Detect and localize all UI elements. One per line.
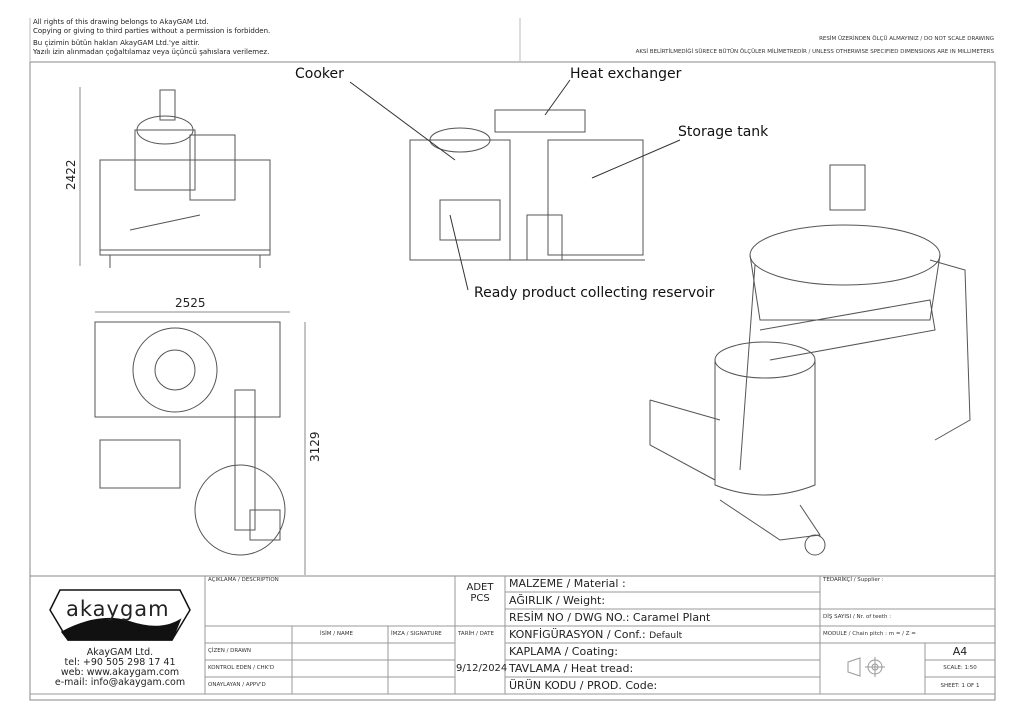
copyright-en-1: All rights of this drawing belongs to Ak… — [33, 18, 209, 26]
do-not-scale-note: RESİM ÜZERİNDEN ÖLÇÜ ALMAYINIZ / DO NOT … — [819, 36, 994, 42]
teeth-label: DİŞ SAYISI / Nr. of teeth : — [823, 614, 892, 620]
dwg-no-field: RESİM NO / DWG NO.: Caramel Plant — [509, 611, 710, 624]
callout-cooker: Cooker — [295, 66, 344, 82]
name-header: İSİM / NAME — [320, 631, 353, 637]
dimension-length: 3129 — [308, 431, 322, 462]
units-note: AKSİ BELİRTİLMEDİĞİ SÜRECE BÜTÜN ÖLÇÜLER… — [635, 49, 994, 55]
copyright-tr-1: Bu çizimin bütün hakları AkayGAM Ltd.'ye… — [33, 39, 200, 47]
isometric-view-drawing — [649, 164, 971, 556]
module-label: MODULE / Chain pitch : m = / Z = — [823, 631, 916, 637]
callout-heat-exchanger: Heat exchanger — [570, 66, 682, 82]
dimension-width: 2525 — [175, 296, 206, 310]
callout-reservoir: Ready product collecting reservoir — [474, 285, 715, 301]
drawn-label: ÇİZEN / DRAWN — [208, 648, 252, 654]
signature-header: İMZA / SIGNATURE — [391, 631, 442, 637]
callout-storage-tank: Storage tank — [678, 124, 769, 140]
qty-tr: ADET — [466, 582, 494, 593]
material-label: MALZEME / Material : — [509, 577, 626, 590]
sheet-border — [29, 61, 996, 701]
company-name: AkayGAM Ltd. — [86, 647, 154, 658]
dimension-height: 2422 — [64, 159, 78, 190]
akaygam-logo — [49, 589, 191, 641]
copyright-en-2: Copying or giving to third parties witho… — [33, 27, 271, 35]
coating-label: KAPLAMA / Coating: — [509, 645, 618, 658]
checked-label: KONTROL EDEN / CHK'D — [208, 665, 275, 671]
supplier-label: TEDARİKÇİ / Supplier : — [823, 577, 884, 583]
scale-value: SCALE: 1:50 — [943, 665, 977, 671]
dwg-no-value: Caramel Plant — [632, 611, 711, 624]
callout-leaders — [349, 79, 681, 291]
dwg-no-label: RESİM NO / DWG NO.: — [509, 611, 630, 624]
date-header: TARİH / DATE — [458, 631, 494, 637]
conf-label: KONFİGÜRASYON / Conf.: — [509, 628, 646, 641]
top-view-drawing — [94, 311, 306, 575]
description-label: AÇIKLAMA / DESCRIPTION — [208, 577, 279, 583]
sheet-number: SHEET: 1 OF 1 — [940, 683, 980, 689]
front-view-drawing — [79, 87, 271, 268]
heat-treat-label: TAVLAMA / Heat tread: — [509, 662, 634, 675]
projection-symbol-icon — [847, 657, 885, 677]
side-view-drawing — [409, 109, 645, 261]
approved-label: ONAYLAYAN / APPV'D — [208, 682, 266, 688]
paper-size: A4 — [952, 645, 968, 658]
company-web: web: www.akaygam.com — [60, 667, 180, 678]
conf-field: KONFİGÜRASYON / Conf.: Default — [509, 628, 682, 641]
company-email: e-mail: info@akaygam.com — [54, 677, 186, 688]
qty-en: PCS — [470, 593, 490, 604]
prod-code-label: ÜRÜN KODU / PROD. Code: — [509, 679, 658, 692]
drawing-date: 9/12/2024 — [456, 663, 508, 674]
copyright-tr-2: Yazılı izin alınmadan çoğaltılamaz veya … — [33, 48, 270, 56]
conf-value: Default — [649, 631, 683, 641]
weight-label: AĞIRLIK / Weight: — [509, 594, 606, 607]
logo-text: akaygam — [66, 597, 170, 621]
company-info: AkayGAM Ltd. tel: +90 505 298 17 41 web:… — [35, 648, 205, 688]
company-tel: tel: +90 505 298 17 41 — [64, 657, 176, 668]
title-block-grid — [30, 576, 995, 695]
